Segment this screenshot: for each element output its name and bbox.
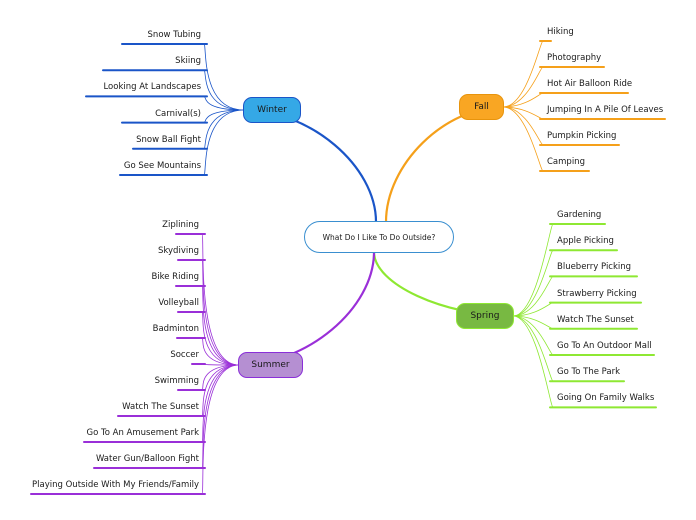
leaf-spring[interactable]: Gardening — [557, 210, 602, 220]
leaf-spring[interactable]: Apple Picking — [557, 236, 614, 247]
leaf-connector-fall — [502, 66, 544, 108]
leaf-summer[interactable]: Ziplining — [162, 220, 199, 230]
leaf-summer[interactable]: Bike Riding — [151, 272, 199, 282]
leaf-connector-spring — [512, 315, 554, 356]
leaf-summer[interactable]: Skydiving — [158, 246, 199, 256]
leaf-winter[interactable]: Go See Mountains — [123, 161, 201, 171]
branch-winter[interactable]: Winter — [243, 97, 301, 123]
leaf-summer[interactable]: Go To An Amusement Park — [86, 428, 199, 438]
leaf-connector-fall — [502, 92, 544, 108]
leaf-fall[interactable]: Jumping In A Pile Of Leaves — [547, 105, 664, 115]
connector-fall — [384, 105, 505, 224]
leaf-connector-summer — [201, 285, 240, 366]
leaf-summer[interactable]: Badminton — [152, 324, 199, 334]
leaf-connector-winter — [203, 109, 245, 176]
leaf-connector-winter — [203, 69, 245, 111]
leaf-spring[interactable]: Go To An Outdoor Mall — [557, 341, 652, 351]
leaf-connector-fall — [502, 106, 544, 172]
leaf-winter[interactable]: Snow Ball Fight — [136, 134, 201, 145]
leaf-summer[interactable]: Water Gun/Balloon Fight — [95, 454, 199, 464]
leaf-winter[interactable]: Carnival(s) — [155, 108, 201, 119]
leaf-summer[interactable]: Swimming — [154, 376, 199, 386]
leaf-spring[interactable]: Strawberry Picking — [557, 288, 637, 299]
leaf-fall[interactable]: Hot Air Balloon Ride — [547, 79, 633, 89]
leaf-connector-summer — [201, 364, 240, 417]
leaf-connector-summer — [201, 233, 240, 366]
leaf-summer[interactable]: Volleyball — [158, 298, 199, 308]
central-topic[interactable]: What Do I Like To Do Outside? — [304, 221, 454, 253]
leaf-connector-spring — [512, 276, 554, 317]
leaf-connector-spring — [512, 249, 554, 317]
leaf-connector-winter — [203, 109, 245, 150]
connector-summer — [237, 250, 376, 367]
leaf-connector-winter — [203, 96, 245, 111]
leaf-connector-winter — [203, 43, 245, 111]
connector-winter — [242, 108, 378, 224]
leaf-summer[interactable]: Watch The Sunset — [122, 402, 199, 412]
leaf-winter[interactable]: Snow Tubing — [147, 30, 201, 40]
leaf-spring[interactable]: Watch The Sunset — [557, 314, 634, 325]
branch-spring[interactable]: Spring — [456, 303, 514, 329]
leaf-fall[interactable]: Camping — [547, 157, 585, 167]
leaf-fall[interactable]: Pumpkin Picking — [547, 131, 617, 141]
leaf-spring[interactable]: Blueberry Picking — [557, 262, 632, 273]
leaf-fall[interactable]: Photography — [547, 53, 602, 63]
leaf-summer[interactable]: Playing Outside With My Friends/Family — [32, 480, 199, 490]
leaf-connector-fall — [502, 40, 544, 108]
leaf-connector-fall — [502, 106, 544, 146]
branch-summer[interactable]: Summer — [238, 352, 303, 378]
leaf-winter[interactable]: Looking At Landscapes — [103, 82, 201, 93]
leaf-connector-summer — [201, 259, 240, 366]
branch-fall[interactable]: Fall — [459, 94, 504, 120]
leaf-winter[interactable]: Skiing — [175, 56, 201, 67]
leaf-spring[interactable]: Going On Family Walks — [557, 393, 655, 404]
leaf-connector-spring — [512, 315, 554, 408]
leaf-connector-spring — [512, 315, 554, 382]
leaf-spring[interactable]: Go To The Park — [557, 367, 621, 378]
leaf-connector-spring — [512, 223, 554, 317]
leaf-connector-summer — [201, 364, 240, 495]
leaf-fall[interactable]: Hiking — [547, 27, 574, 37]
leaf-connector-summer — [201, 364, 240, 469]
leaf-summer[interactable]: Soccer — [170, 350, 199, 360]
